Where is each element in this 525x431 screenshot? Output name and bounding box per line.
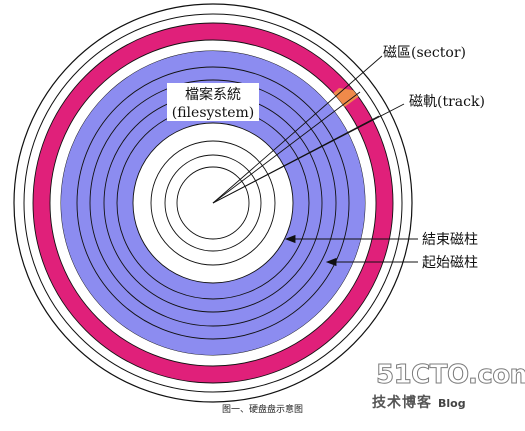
partition-band xyxy=(33,23,393,383)
watermark-blog-cn: 技术博客 xyxy=(372,395,432,411)
track-label: 磁軌(track) xyxy=(409,94,485,110)
cylinder-arrows xyxy=(284,234,418,267)
filesystem-label-line1: 檔案系統 xyxy=(185,86,241,103)
end-cylinder-label: 結束磁柱 xyxy=(422,232,478,248)
watermark-blog: 技术博客 Blog xyxy=(372,392,466,412)
start-cylinder-label: 起始磁柱 xyxy=(422,255,478,271)
filesystem-label-box xyxy=(167,83,259,121)
pointer-lines xyxy=(212,55,405,204)
watermark: 51CTO.com 技术博客 Blog xyxy=(372,360,525,420)
filesystem-label-line2: (filesystem) xyxy=(172,105,255,121)
sector-label: 磁區(sector) xyxy=(383,45,466,61)
figure-caption: 图一、硬盘盘示意图 xyxy=(221,405,303,415)
watermark-blog-en: Blog xyxy=(438,397,466,410)
inner-rings xyxy=(150,140,276,266)
watermark-logo: 51CTO.com xyxy=(375,360,525,391)
